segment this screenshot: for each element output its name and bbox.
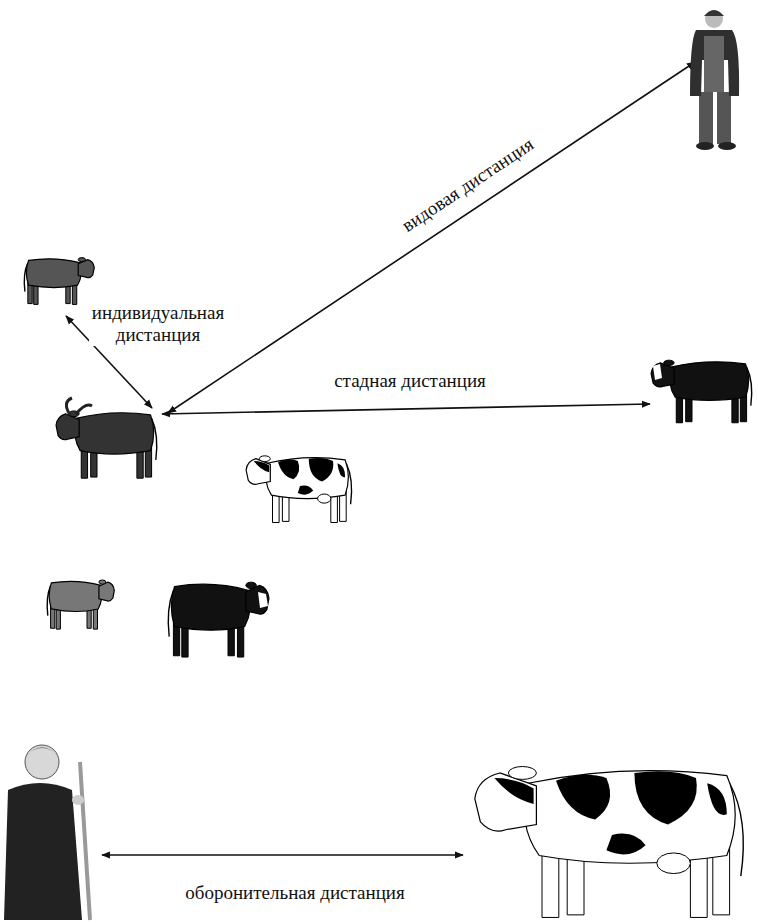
bull: [56, 398, 157, 478]
calf: [24, 258, 94, 305]
man-shirt: [704, 36, 724, 92]
face-patch: [653, 364, 662, 380]
woman-hand: [72, 795, 84, 805]
man-figure: [690, 10, 739, 150]
cow-body: [651, 360, 752, 423]
distance-label: индивидуальная дистанция: [89, 302, 227, 346]
man-jacket: [690, 30, 739, 96]
woman-figure: [4, 745, 90, 920]
woman-hair: [25, 747, 59, 758]
black-cow: [651, 360, 752, 423]
holstein-cow: [246, 456, 351, 523]
holstein-cow-large: [475, 767, 744, 918]
calf: [47, 580, 114, 629]
face-patch: [258, 592, 268, 608]
bull-horns: [66, 398, 92, 415]
cow-body: [168, 582, 269, 657]
woman-coat: [4, 783, 82, 920]
cow-outline: [246, 456, 351, 523]
man-head: [705, 10, 723, 28]
black-cow: [168, 582, 269, 657]
distance-arrow: [168, 62, 695, 413]
walking-stick: [80, 762, 90, 920]
man-shoe: [696, 142, 714, 150]
man-leg: [699, 92, 713, 144]
distance-label: оборонительная дистанция: [182, 882, 407, 904]
cow-outline: [475, 767, 744, 918]
distance-arrows: [66, 62, 695, 855]
man-shoe: [718, 142, 736, 150]
man-cap: [704, 10, 724, 16]
cow-spots: [254, 458, 345, 503]
distance-arrow: [102, 854, 463, 856]
distance-label: стадная дистанция: [331, 370, 489, 392]
bull-body: [56, 411, 157, 478]
cow-spots: [494, 771, 726, 873]
woman-head: [25, 745, 59, 779]
distance-arrow: [162, 404, 650, 414]
man-leg: [717, 92, 731, 144]
distance-label: видовая дистанция: [396, 132, 541, 239]
